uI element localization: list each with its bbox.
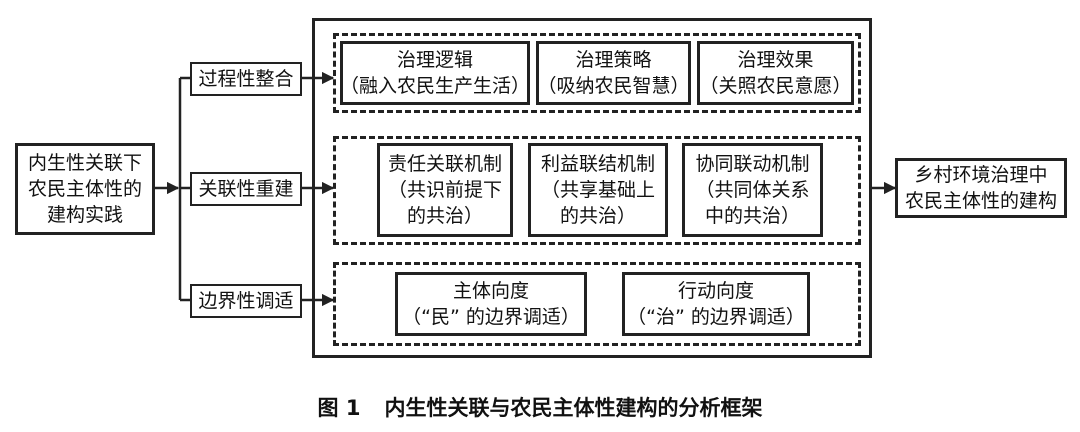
- result-line-1: 乡村环境治理中: [914, 164, 1048, 186]
- practice-line-2: 农民主体性的: [27, 178, 142, 200]
- figure-title: 内生性关联与农民主体性建构的分析框架: [384, 396, 763, 420]
- practice-line-1: 内生性关联下: [27, 152, 142, 174]
- box-subtitle-2: 中的共治）: [704, 205, 800, 227]
- responsibility-mechanism-box: 责任关联机制 （共识前提下 的共治）: [377, 143, 513, 237]
- dimension-box-boundary: 边界性调适: [190, 284, 302, 318]
- governance-group: [333, 33, 861, 113]
- box-title: 治理策略: [575, 49, 652, 71]
- box-subtitle-1: （共享基础上: [540, 179, 655, 201]
- box-subtitle: （融入农民生产生活）: [340, 75, 531, 97]
- governance-strategy-box: 治理策略 （吸纳农民智慧）: [536, 41, 691, 105]
- box-subtitle: （吸纳农民智慧）: [537, 75, 690, 97]
- box-subtitle-2: 的共治）: [559, 205, 636, 227]
- figure-number: 图 1: [317, 396, 361, 420]
- dimension-label: 边界性调适: [198, 290, 294, 312]
- box-title: 利益联结机制: [540, 153, 655, 175]
- result-line-2: 农民主体性的建构: [904, 190, 1057, 212]
- action-orientation-box: 行动向度 （“治” 的边界调适）: [622, 272, 810, 336]
- result-box: 乡村环境治理中 农民主体性的建构: [895, 158, 1067, 218]
- governance-effect-box: 治理效果 （关照农民意愿）: [697, 41, 854, 105]
- box-subtitle: （“民” 的边界调适）: [402, 306, 580, 328]
- interest-mechanism-box: 利益联结机制 （共享基础上 的共治）: [528, 143, 668, 237]
- dimension-box-relation: 关联性重建: [190, 172, 302, 206]
- box-subtitle-1: （共同体关系: [695, 179, 810, 201]
- box-title: 行动向度: [677, 280, 754, 302]
- framework-outer-frame: [312, 18, 872, 358]
- governance-logic-box: 治理逻辑 （融入农民生产生活）: [340, 41, 530, 105]
- orientation-group: [333, 262, 861, 346]
- box-subtitle: （关照农民意愿）: [699, 75, 852, 97]
- practice-box: 内生性关联下 农民主体性的 建构实践: [15, 143, 155, 235]
- dimension-box-process: 过程性整合: [190, 62, 302, 96]
- dimension-label: 关联性重建: [198, 178, 294, 200]
- box-title: 治理效果: [737, 49, 814, 71]
- box-title: 责任关联机制: [387, 153, 502, 175]
- box-subtitle: （“治” 的边界调适）: [627, 306, 805, 328]
- box-title: 治理逻辑: [396, 49, 473, 71]
- box-subtitle-2: 的共治）: [406, 205, 483, 227]
- box-title: 协同联动机制: [695, 153, 810, 175]
- coordination-mechanism-box: 协同联动机制 （共同体关系 中的共治）: [682, 143, 823, 237]
- box-subtitle-1: （共识前提下: [387, 179, 502, 201]
- box-title: 主体向度: [452, 280, 529, 302]
- dimension-label: 过程性整合: [198, 68, 294, 90]
- mechanism-group: [333, 136, 861, 245]
- practice-line-3: 建构实践: [46, 204, 123, 226]
- figure-caption: 图 1 内生性关联与农民主体性建构的分析框架: [0, 392, 1080, 422]
- subject-orientation-box: 主体向度 （“民” 的边界调适）: [395, 272, 587, 336]
